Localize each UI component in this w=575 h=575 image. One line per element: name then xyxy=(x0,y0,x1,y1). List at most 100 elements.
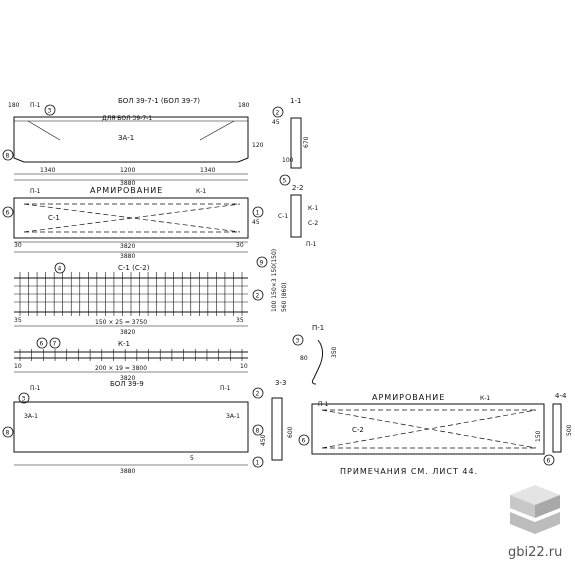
beam-outline-top xyxy=(13,116,249,163)
bottom-beam-elevation: БОЛ 39-9 П-1 П-1 3 ЗА-1 ЗА-1 8 8 3880 5 xyxy=(2,380,264,475)
svg-text:100 150×3 150(150): 100 150×3 150(150) xyxy=(271,249,278,312)
beam-outline-reinf xyxy=(13,197,249,239)
svg-text:350: 350 xyxy=(331,346,338,358)
reinforcement-bottom: АРМИРОВАНИЕ П-1 К-1 С-2 6 6 ПРИМЕЧАНИЯ С… xyxy=(298,393,555,476)
svg-text:10: 10 xyxy=(14,363,22,370)
loop-p1: П-1 3 350 80 xyxy=(292,324,338,385)
mesh-c1: С-1 (С-2) 4 9 2 35 35 150 × 25 = 3750 38… xyxy=(14,249,288,336)
svg-text:П-1: П-1 xyxy=(312,324,324,332)
site-logo xyxy=(510,485,560,534)
svg-text:К-1: К-1 xyxy=(196,188,206,195)
svg-text:П-1: П-1 xyxy=(220,385,231,392)
svg-text:45: 45 xyxy=(252,219,260,226)
za1-label-top: ЗА-1 xyxy=(118,134,134,142)
note-text: ПРИМЕЧАНИЯ СМ. ЛИСТ 44. xyxy=(340,467,478,476)
svg-text:150 × 25 = 3750: 150 × 25 = 3750 xyxy=(95,319,147,326)
note-for: ДЛЯ БОЛ 39-7-1 xyxy=(102,115,152,122)
svg-text:7: 7 xyxy=(53,341,57,348)
svg-text:500: 500 xyxy=(566,424,573,436)
mesh-grid xyxy=(14,272,248,316)
svg-text:3-3: 3-3 xyxy=(275,379,286,387)
svg-text:120: 120 xyxy=(252,142,264,149)
section-4-4: 4-4 500 150 xyxy=(535,392,573,453)
svg-text:8: 8 xyxy=(256,428,260,435)
svg-text:6: 6 xyxy=(6,210,10,217)
svg-text:560 (860): 560 (860) xyxy=(281,283,288,313)
svg-text:1-1: 1-1 xyxy=(290,97,301,105)
reinforcement-top: АРМИРОВАНИЕ П-1 К-1 С-1 6 1 45 30 30 382… xyxy=(2,186,264,260)
loop-label-top: П-1 xyxy=(30,102,41,109)
svg-text:3820: 3820 xyxy=(120,243,135,250)
svg-text:2: 2 xyxy=(256,391,260,398)
svg-text:1340: 1340 xyxy=(40,167,55,174)
section-1-1: 1-1 2 45 670 100 xyxy=(272,97,310,169)
svg-text:4-4: 4-4 xyxy=(555,392,567,400)
svg-text:1340: 1340 xyxy=(200,167,215,174)
svg-text:8: 8 xyxy=(6,153,10,160)
svg-text:30: 30 xyxy=(14,242,22,249)
frame-title: К-1 xyxy=(118,340,130,348)
svg-text:35: 35 xyxy=(14,317,22,324)
svg-text:670: 670 xyxy=(303,136,310,148)
svg-text:8: 8 xyxy=(6,430,10,437)
svg-text:5: 5 xyxy=(190,455,194,462)
svg-text:ЗА-1: ЗА-1 xyxy=(226,413,240,420)
svg-text:1200: 1200 xyxy=(120,167,135,174)
dim-180-right: 180 xyxy=(238,102,250,109)
section-3-3: 3-3 2 600 450 1 xyxy=(252,379,294,468)
svg-text:3820: 3820 xyxy=(120,329,135,336)
svg-text:2-2: 2-2 xyxy=(292,184,303,192)
svg-text:3: 3 xyxy=(48,108,52,115)
svg-text:80: 80 xyxy=(300,355,308,362)
frame-ticks xyxy=(19,349,243,361)
svg-text:С-1: С-1 xyxy=(48,214,60,222)
svg-text:П-1: П-1 xyxy=(30,188,41,195)
svg-text:6: 6 xyxy=(40,341,44,348)
svg-text:ЗА-1: ЗА-1 xyxy=(24,413,38,420)
svg-text:9: 9 xyxy=(260,260,264,267)
top-beam-elevation: БОЛ 39-7-1 (БОЛ 39-7) ДЛЯ БОЛ 39-7-1 П-1… xyxy=(2,97,264,187)
svg-text:100: 100 xyxy=(282,157,294,164)
mark-8-circle-top xyxy=(2,149,14,161)
svg-text:К-1: К-1 xyxy=(480,395,490,402)
armirovanie-title: АРМИРОВАНИЕ xyxy=(90,186,163,195)
svg-text:3: 3 xyxy=(22,396,26,403)
svg-text:30: 30 xyxy=(236,242,244,249)
svg-text:5: 5 xyxy=(283,178,287,185)
frame-k1: К-1 6 7 10 10 200 × 19 = 3800 3820 xyxy=(14,337,248,382)
svg-text:150: 150 xyxy=(535,430,542,442)
svg-text:6: 6 xyxy=(302,438,306,445)
svg-text:3820: 3820 xyxy=(120,375,135,382)
svg-text:С-2: С-2 xyxy=(352,426,364,434)
svg-text:600: 600 xyxy=(287,426,294,438)
svg-text:П-1: П-1 xyxy=(30,385,41,392)
svg-text:3880: 3880 xyxy=(120,468,135,475)
svg-text:2: 2 xyxy=(276,110,280,117)
beam-bottom-title: БОЛ 39-9 xyxy=(110,380,144,388)
svg-text:4: 4 xyxy=(58,266,62,273)
svg-text:3880: 3880 xyxy=(120,180,135,187)
mark-3-circle xyxy=(44,104,56,116)
svg-text:45: 45 xyxy=(272,119,280,126)
svg-text:П-1: П-1 xyxy=(306,241,317,248)
svg-text:С-1: С-1 xyxy=(278,213,288,220)
svg-text:3880: 3880 xyxy=(120,253,135,260)
svg-text:6: 6 xyxy=(547,458,551,465)
beam-top-title: БОЛ 39-7-1 (БОЛ 39-7) xyxy=(118,97,200,105)
svg-text:2: 2 xyxy=(256,293,260,300)
svg-text:200 × 19 = 3800: 200 × 19 = 3800 xyxy=(95,365,147,372)
section-2-2: 2-2 5 К-1 С-1 С-2 П-1 xyxy=(278,174,318,248)
svg-text:3: 3 xyxy=(296,338,300,345)
svg-text:К-1: К-1 xyxy=(308,205,318,212)
svg-text:1: 1 xyxy=(256,460,260,467)
beam-outline-bottom xyxy=(13,401,249,453)
watermark-text: gbi22.ru xyxy=(508,545,562,560)
svg-text:35: 35 xyxy=(236,317,244,324)
svg-text:450: 450 xyxy=(260,434,267,446)
svg-text:С-2: С-2 xyxy=(308,220,318,227)
armirovanie2-title: АРМИРОВАНИЕ xyxy=(372,393,445,402)
mesh-title: С-1 (С-2) xyxy=(118,264,150,272)
svg-text:1: 1 xyxy=(256,210,260,217)
dim-180-left: 180 xyxy=(8,102,20,109)
